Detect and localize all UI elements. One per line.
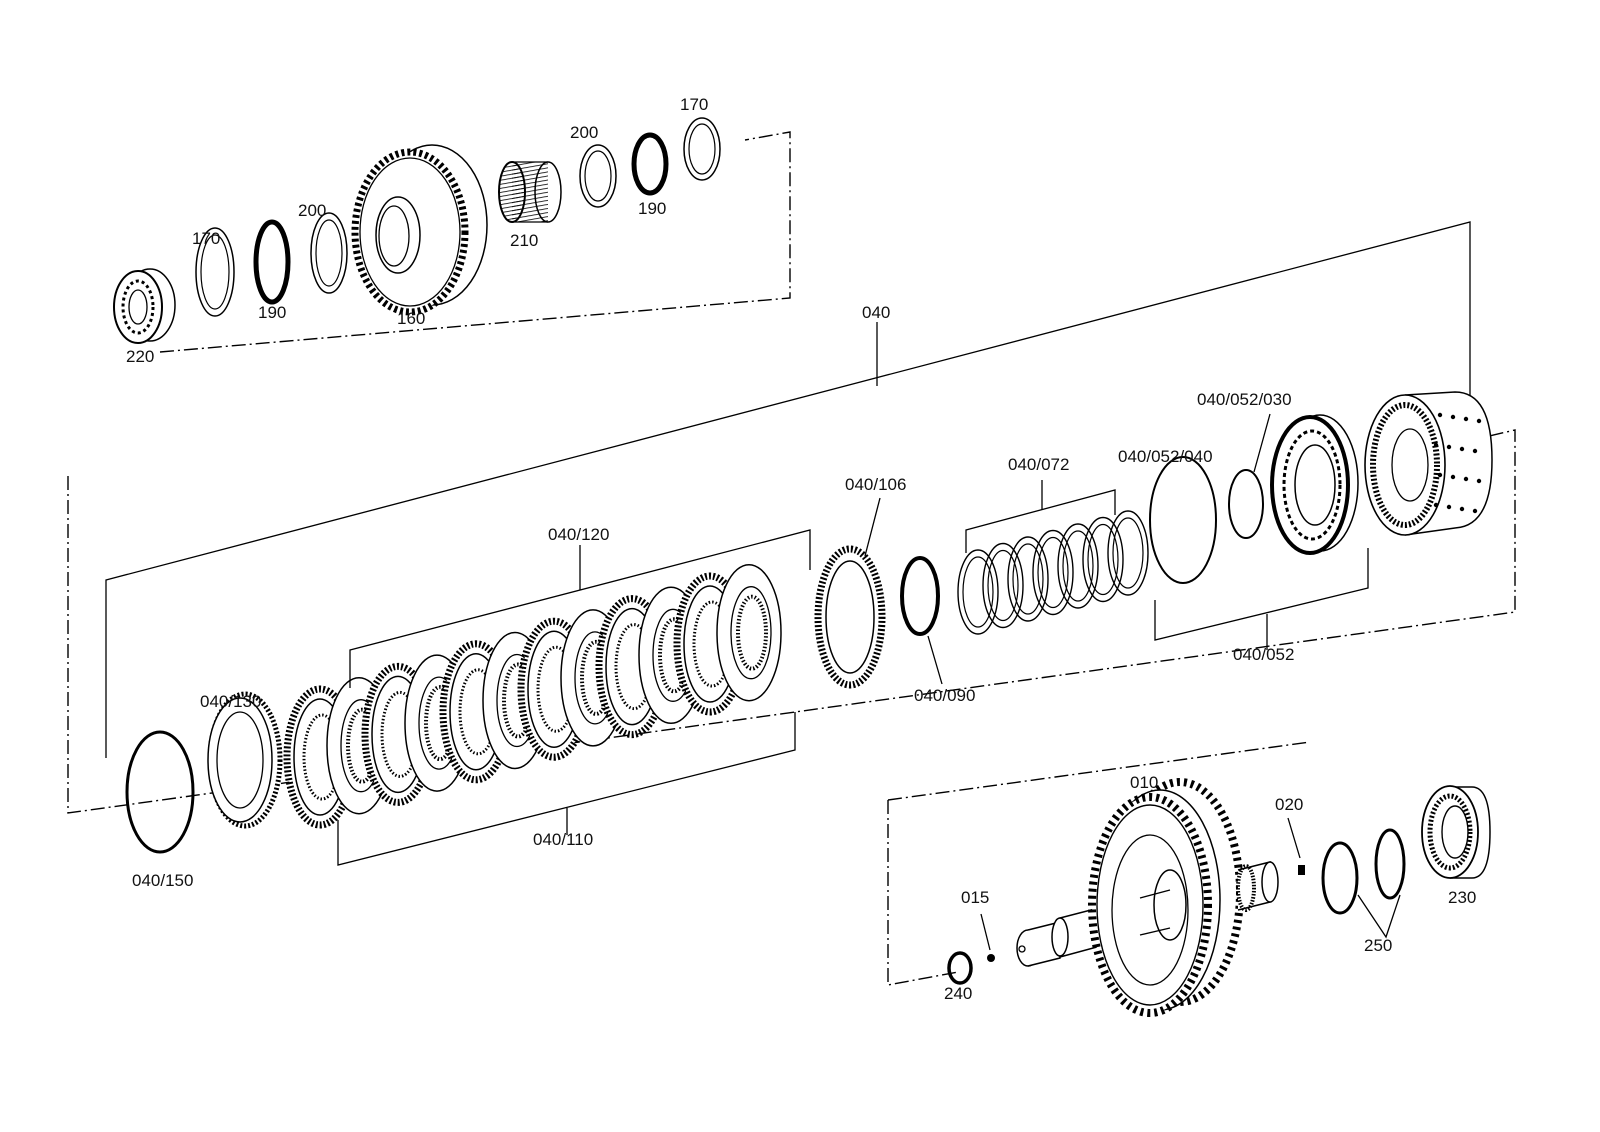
needle-cage-icon <box>498 161 562 223</box>
bearing-icon <box>1421 785 1491 879</box>
label-230: 230 <box>1448 888 1476 907</box>
label-010: 010 <box>1130 773 1158 792</box>
spring-disc-icon <box>1082 516 1124 603</box>
label-210: 210 <box>510 231 538 250</box>
drum-icon <box>1364 391 1493 536</box>
drum-hole <box>1459 506 1465 512</box>
spring-disc-icon <box>1057 523 1099 609</box>
spring-disc-icon <box>957 549 999 635</box>
clutch-disc-icon <box>814 545 886 689</box>
steel-disc-icon <box>716 563 782 702</box>
label-040-052-040: 040/052/040 <box>1118 447 1213 466</box>
label-190-b: 190 <box>638 199 666 218</box>
label-040-120: 040/120 <box>548 525 609 544</box>
label-170-a: 170 <box>192 229 220 248</box>
snap-ring-icon <box>900 556 940 636</box>
shim-icon <box>310 212 348 294</box>
o-ring-icon <box>1228 469 1264 539</box>
drum-hole <box>1450 474 1456 480</box>
drum-hole <box>1463 476 1469 482</box>
shim-icon <box>195 227 235 317</box>
label-040-072: 040/072 <box>1008 455 1069 474</box>
label-040-052-030: 040/052/030 <box>1197 390 1292 409</box>
label-040: 040 <box>862 303 890 322</box>
middle-assembly-040: 040 <box>67 221 1516 890</box>
clutch-pack <box>283 563 782 829</box>
bearing-icon <box>113 268 176 344</box>
spring-disc-icon <box>1007 536 1049 622</box>
shim-icon <box>579 144 617 208</box>
spring-disc-icon <box>1107 510 1149 596</box>
spring-disc-icon <box>982 542 1024 629</box>
label-040-150: 040/150 <box>132 871 193 890</box>
o-ring-icon <box>1321 828 1406 915</box>
o-ring-icon <box>947 951 973 985</box>
drum-holes <box>1433 412 1482 514</box>
o-ring-icon <box>1149 456 1217 584</box>
drum-hole <box>1476 478 1482 484</box>
spring-pack <box>957 510 1149 635</box>
drum-hole <box>1446 444 1452 450</box>
drum-hole <box>1472 508 1478 514</box>
label-220: 220 <box>126 347 154 366</box>
drum-hole <box>1476 418 1482 424</box>
bottom-assembly: 010 015 020 230 240 250 <box>887 741 1491 1017</box>
label-040-106: 040/106 <box>845 475 906 494</box>
label-170-b: 170 <box>680 95 708 114</box>
gear-icon <box>351 144 488 316</box>
drum-hole <box>1472 448 1478 454</box>
label-040-052: 040/052 <box>1233 645 1294 664</box>
drum-hole <box>1437 412 1443 418</box>
label-040-110: 040/110 <box>533 830 593 849</box>
drum-hole <box>1459 446 1465 452</box>
o-ring-icon <box>125 730 195 854</box>
label-040-090: 040/090 <box>914 686 975 705</box>
shim-icon <box>683 117 721 181</box>
label-015: 015 <box>961 888 989 907</box>
drum-hole <box>1433 502 1439 508</box>
spring-disc-icon <box>1032 529 1074 616</box>
plug-icon <box>1298 865 1305 875</box>
drum-hole <box>1433 442 1439 448</box>
drum-hole <box>1437 472 1443 478</box>
label-250: 250 <box>1364 936 1392 955</box>
piston-icon <box>1270 414 1359 555</box>
label-020: 020 <box>1275 795 1303 814</box>
shaft-icon <box>1016 778 1279 1017</box>
label-190-a: 190 <box>258 303 286 322</box>
drum-hole <box>1463 416 1469 422</box>
label-160: 160 <box>397 309 425 328</box>
clutch-disc-icon <box>207 691 283 829</box>
label-200-a: 200 <box>298 201 326 220</box>
drum-hole <box>1450 414 1456 420</box>
snap-ring-icon <box>253 219 291 305</box>
label-040-130: 040/130 <box>200 692 261 711</box>
drum-hole <box>1446 504 1452 510</box>
ball-icon <box>987 954 995 962</box>
snap-ring-icon <box>631 132 669 196</box>
label-240: 240 <box>944 984 972 1003</box>
top-assembly: 220 170 190 200 160 210 200 190 170 <box>113 95 791 366</box>
label-200-b: 200 <box>570 123 598 142</box>
